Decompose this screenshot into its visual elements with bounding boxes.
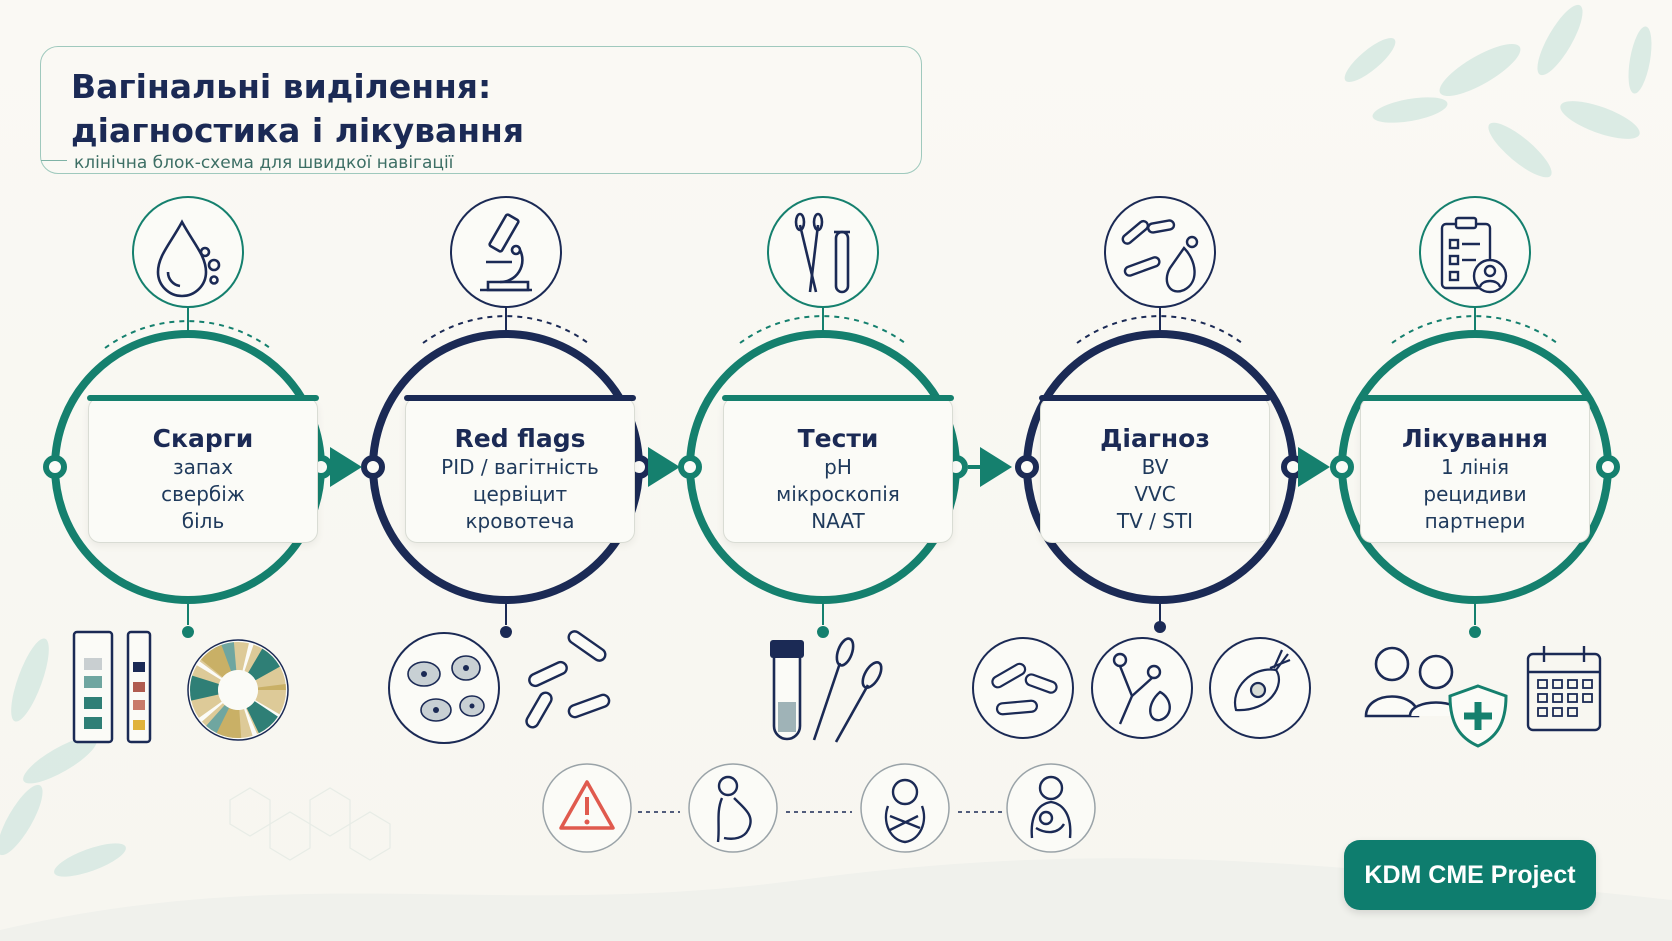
step-4-line-3: TV / STI <box>1116 509 1194 533</box>
page-title: Вагінальні виділення: діагностика і ліку… <box>71 67 525 150</box>
step-card-3[interactable]: Тести pH мікроскопія NAAT <box>722 395 954 543</box>
trichomonas-icon <box>1209 637 1311 739</box>
step-4-graphic <box>972 196 1311 739</box>
partners-shield-icon <box>1364 646 1508 748</box>
step-3-line-2: мікроскопія <box>776 482 900 506</box>
breastfeeding-icon <box>1006 763 1096 853</box>
step-4-line-2: VVC <box>1134 482 1176 506</box>
newborn-icon <box>860 763 950 853</box>
bacteria-top-icon <box>1121 219 1199 293</box>
step-card-2-bar <box>404 395 636 401</box>
step-card-4[interactable]: Діагноз BV VVC TV / STI <box>1039 395 1271 543</box>
special-populations-row <box>542 763 1096 853</box>
fungus-icon <box>1091 637 1193 739</box>
step-5-line-1: 1 лінія <box>1440 455 1510 479</box>
title-box: Вагінальні виділення: діагностика і ліку… <box>40 46 922 174</box>
step-2-line-2: цервіцит <box>472 482 568 506</box>
step-5-graphic <box>1330 196 1620 748</box>
bacteria-icon <box>525 630 611 729</box>
subtitle-rule <box>41 160 67 161</box>
calendar-icon <box>1526 646 1602 732</box>
microscope-icon <box>480 213 532 292</box>
step-card-3-bar <box>722 395 954 401</box>
clipboard-patient-icon <box>1440 216 1508 294</box>
step-1-line-2: свербіж <box>161 482 245 506</box>
brand-badge[interactable]: KDM CME Project <box>1344 840 1596 910</box>
step-2-title: Red flags <box>454 424 586 453</box>
step-3-title: Тести <box>797 424 879 453</box>
step-1-title: Скарги <box>152 424 254 453</box>
step-1-line-3: біль <box>181 509 225 533</box>
step-card-2[interactable]: Red flags PID / вагітність цервіцит кров… <box>404 395 636 543</box>
step-5-line-3: партнери <box>1424 509 1526 533</box>
swab-icon <box>812 637 883 743</box>
step-2-graphic <box>361 196 651 744</box>
pregnant-woman-icon <box>688 763 778 853</box>
step-4-line-1: BV <box>1141 455 1169 479</box>
step-1-graphic <box>43 196 333 744</box>
page-subtitle: клінічна блок-схема для швидкої навігаці… <box>74 153 454 173</box>
color-wheel-icon <box>187 639 289 741</box>
ph-test-strip-icon <box>72 630 152 744</box>
cells-icon <box>388 632 500 744</box>
step-1-line-1: запах <box>172 455 234 479</box>
warning-icon <box>542 763 632 853</box>
test-tube-icon <box>770 640 804 741</box>
step-2-line-3: кровотеча <box>465 509 575 533</box>
step-card-5-bar <box>1359 395 1591 401</box>
step-5-title: Лікування <box>1402 424 1548 453</box>
step-4-title: Діагноз <box>1100 424 1210 453</box>
step-card-5[interactable]: Лікування 1 лінія рецидиви партнери <box>1359 395 1591 543</box>
step-3-line-1: pH <box>824 455 852 479</box>
step-3-graphic <box>678 196 968 743</box>
step-card-1[interactable]: Скарги запах свербіж біль <box>87 395 319 543</box>
step-card-1-bar <box>87 395 319 401</box>
droplet-icon <box>156 219 221 298</box>
step-3-line-3: NAAT <box>811 509 865 533</box>
step-card-4-bar <box>1039 395 1271 401</box>
step-5-line-2: рецидиви <box>1423 482 1527 506</box>
swab-tube-icon <box>794 212 850 294</box>
bv-bacteria-icon <box>972 637 1074 739</box>
step-2-line-1: PID / вагітність <box>441 455 599 479</box>
